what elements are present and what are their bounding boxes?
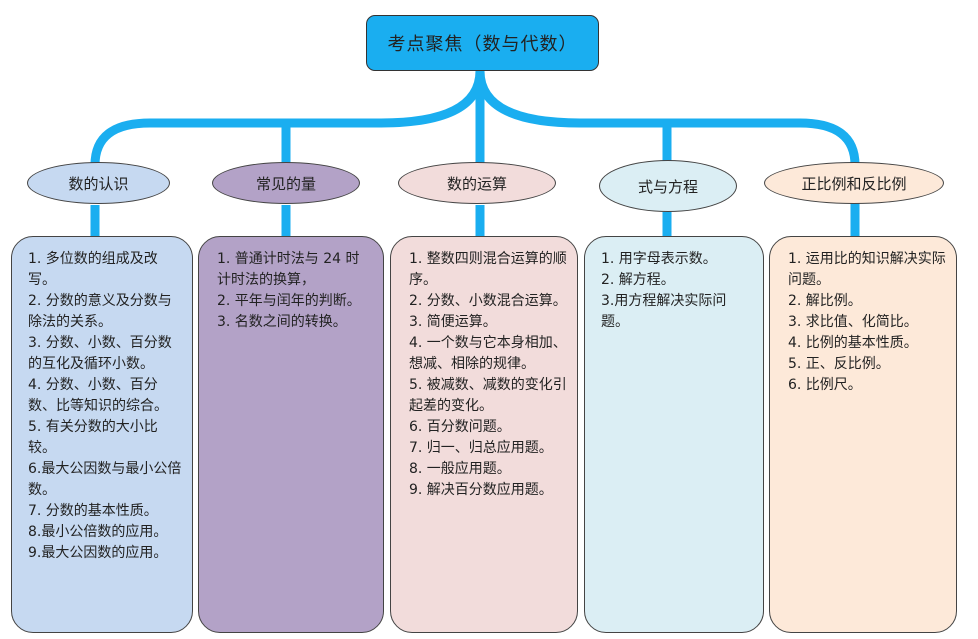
list-item: 9.最大公因数的应用。 xyxy=(28,545,168,561)
list-item: 9. 解决百分数应用题。 xyxy=(409,482,553,498)
list-item: 2. 解比例。 xyxy=(788,293,862,309)
category-shu-de-yunsuan: 数的运算 xyxy=(398,162,556,204)
card-shu-de-yunsuan: 1. 整数四则混合运算的顺序。 2. 分数、小数混合运算。 3. 简便运算。 4… xyxy=(390,236,578,633)
list-item: 3. 简便运算。 xyxy=(409,314,497,330)
list-item: 3.用方程解决实际问题。 xyxy=(601,293,727,330)
list-item: 4. 比例的基本性质。 xyxy=(788,335,918,351)
list-item: 2. 解方程。 xyxy=(601,272,675,288)
card-changjian-de-liang: 1. 普通计时法与 24 时计时法的换算， 2. 平年与闰年的判断。 3. 名数… xyxy=(198,236,384,633)
list-item: 8.最小公倍数的应用。 xyxy=(28,524,168,540)
card-zhengbili-he-fanbili: 1. 运用比的知识解决实际问题。 2. 解比例。 3. 求比值、化简比。 4. … xyxy=(769,236,957,633)
diagram-title: 考点聚焦（数与代数） xyxy=(366,15,599,71)
list-item: 7. 分数的基本性质。 xyxy=(28,503,158,519)
list-item: 3. 求比值、化简比。 xyxy=(788,314,918,330)
card-shu-de-renshi: 1. 多位数的组成及改写。 2. 分数的意义及分数与除法的关系。 3. 分数、小… xyxy=(11,236,193,633)
list-item: 8. 一般应用题。 xyxy=(409,461,511,477)
category-changjian-de-liang: 常见的量 xyxy=(212,162,360,204)
category-zhengbili-he-fanbili: 正比例和反比例 xyxy=(764,162,944,204)
list-item: 1. 多位数的组成及改写。 xyxy=(28,251,158,288)
list-item: 2. 分数的意义及分数与除法的关系。 xyxy=(28,293,172,330)
list-item: 1. 整数四则混合运算的顺序。 xyxy=(409,251,567,288)
list-item: 1. 用字母表示数。 xyxy=(601,251,717,267)
list-item: 3. 分数、小数、百分数的互化及循环小数。 xyxy=(28,335,172,372)
list-item: 2. 平年与闰年的判断。 xyxy=(217,293,361,309)
list-item: 1. 运用比的知识解决实际问题。 xyxy=(788,251,946,288)
list-item: 6. 比例尺。 xyxy=(788,377,862,393)
list-item: 7. 归一、归总应用题。 xyxy=(409,440,553,456)
list-item: 3. 名数之间的转换。 xyxy=(217,314,347,330)
list-item: 4. 一个数与它本身相加、想减、相除的规律。 xyxy=(409,335,567,372)
list-item: 5. 有关分数的大小比较。 xyxy=(28,419,158,456)
card-shi-yu-fangcheng: 1. 用字母表示数。 2. 解方程。 3.用方程解决实际问题。 xyxy=(584,236,764,633)
list-item: 6. 百分数问题。 xyxy=(409,419,511,435)
list-item: 6.最大公因数与最小公倍数。 xyxy=(28,461,182,498)
list-item: 4. 分数、小数、百分数、比等知识的综合。 xyxy=(28,377,168,414)
list-item: 5. 正、反比例。 xyxy=(788,356,890,372)
list-item: 5. 被减数、减数的变化引起差的变化。 xyxy=(409,377,567,414)
category-shi-yu-fangcheng: 式与方程 xyxy=(599,160,737,212)
list-item: 1. 普通计时法与 24 时计时法的换算， xyxy=(217,251,360,288)
category-shu-de-renshi: 数的认识 xyxy=(27,162,170,204)
list-item: 2. 分数、小数混合运算。 xyxy=(409,293,567,309)
